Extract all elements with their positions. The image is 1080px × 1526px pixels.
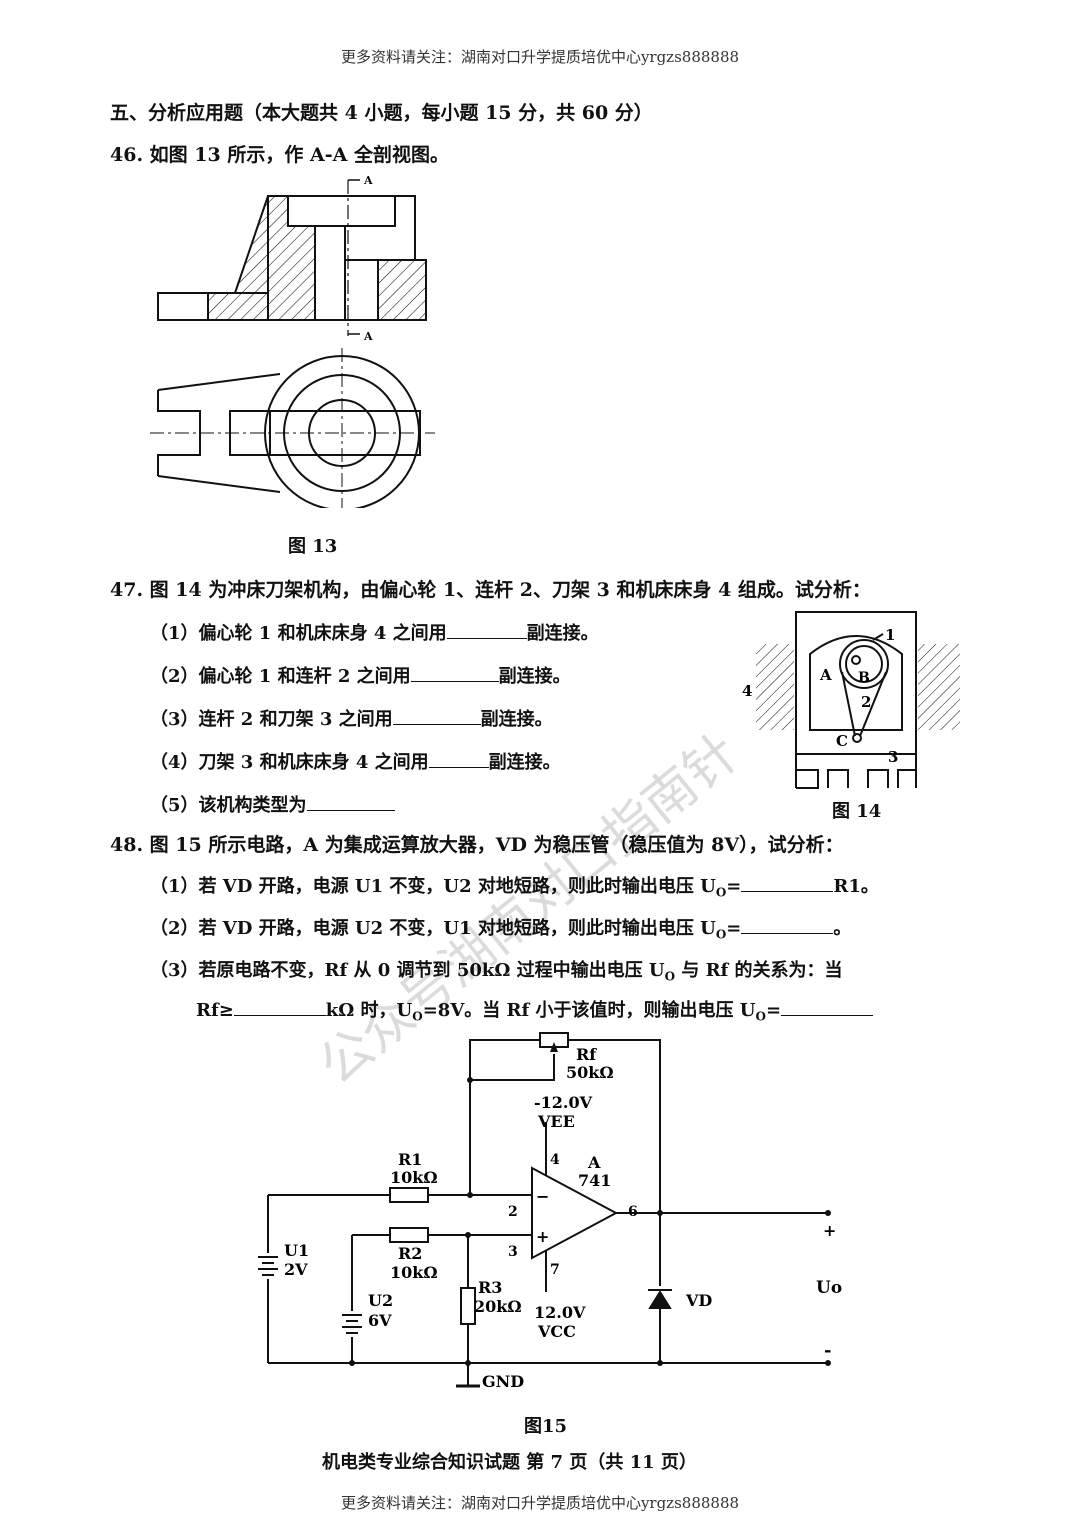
u1-value: 2V <box>284 1260 308 1279</box>
noninverting-sign: + <box>536 1227 549 1246</box>
r3-label: R3 <box>478 1278 502 1297</box>
figure-13-caption: 图 13 <box>288 536 338 557</box>
answer-blank[interactable] <box>233 999 326 1016</box>
answer-blank[interactable] <box>446 622 527 639</box>
answer-blank[interactable] <box>410 665 499 682</box>
bottom-header: 更多资料请关注：湖南对口升学提质培优中心yrgzs888888 <box>340 1494 740 1512</box>
label-c: C <box>836 732 848 750</box>
label-1: 1 <box>885 626 895 644</box>
label-2: 2 <box>861 693 871 711</box>
pin-2: 2 <box>508 1204 518 1220</box>
opamp-label: A <box>587 1153 601 1172</box>
label-b: B <box>858 670 870 686</box>
r3-resistor <box>460 1287 476 1325</box>
rf-value: 50kΩ <box>566 1063 614 1082</box>
q48-item-1: （1）若 VD 开路，电源 U1 不变，U2 对地短路，则此时输出电压 UO=R… <box>150 875 879 900</box>
r1-resistor <box>389 1187 429 1203</box>
q47-item-5: （5）该机构类型为 <box>150 791 395 817</box>
r2-label: R2 <box>398 1244 422 1263</box>
vee-label: VEE <box>537 1112 575 1131</box>
vcc-voltage: 12.0V <box>534 1303 586 1322</box>
vcc-label: VCC <box>537 1322 576 1341</box>
opamp-triangle <box>531 1166 619 1260</box>
q47-item-3: （3）连杆 2 和刀架 3 之间用副连接。 <box>150 708 553 730</box>
question-46-text: 46. 如图 13 所示，作 A-A 全剖视图。 <box>110 144 449 166</box>
frame-right-hatch <box>918 644 960 730</box>
label-a: A <box>819 666 832 684</box>
q48-item-3-line1: （3）若原电路不变，Rf 从 0 调节到 50kΩ 过程中输出电压 UO 与 R… <box>150 960 843 984</box>
r2-resistor <box>389 1227 429 1243</box>
answer-blank[interactable] <box>428 751 489 768</box>
q48-item-3-line2: Rf≥kΩ 时，UO=8V。当 Rf 小于该值时，则输出电压 UO= <box>196 996 874 1024</box>
answer-blank[interactable] <box>781 999 874 1016</box>
vd-label: VD <box>685 1291 712 1310</box>
q47-item-4: （4）刀架 3 和机床床身 4 之间用副连接。 <box>150 751 561 773</box>
top-view <box>157 355 421 508</box>
pin-6: 6 <box>628 1204 638 1220</box>
question-47-text: 47. 图 14 为冲床刀架机构，由偏心轮 1、连杆 2、刀架 3 和机床床身 … <box>110 579 871 601</box>
answer-blank[interactable] <box>392 708 481 725</box>
figure-13: A A <box>150 174 435 508</box>
u2-label: U2 <box>368 1291 393 1310</box>
frame-left-hatch <box>756 644 794 730</box>
r3-value: 20kΩ <box>474 1297 522 1316</box>
u1-label: U1 <box>284 1241 309 1260</box>
figure-14: 1 2 3 4 A B C <box>742 611 960 789</box>
figure-15-caption: 图15 <box>524 1416 568 1437</box>
output-plus: + <box>823 1221 836 1240</box>
output-minus: - <box>824 1340 831 1361</box>
q47-item-2: （2）偏心轮 1 和连杆 2 之间用副连接。 <box>150 665 571 687</box>
page-footer: 机电类专业综合知识试题 第 7 页（共 11 页） <box>322 1452 697 1473</box>
r1-value: 10kΩ <box>390 1168 438 1187</box>
label-3: 3 <box>888 748 898 766</box>
inverting-sign: − <box>536 1187 549 1206</box>
page-header: 更多资料请关注：湖南对口升学提质培优中心yrgzs888888 <box>340 48 740 66</box>
answer-blank[interactable] <box>306 794 395 811</box>
answer-blank[interactable] <box>741 875 834 892</box>
vee-voltage: -12.0V <box>534 1093 593 1112</box>
section-label-bottom: A <box>363 330 373 343</box>
r2-value: 10kΩ <box>390 1263 438 1282</box>
figure-14-caption: 图 14 <box>832 801 882 822</box>
pin-4: 4 <box>550 1152 560 1168</box>
pin-3: 3 <box>508 1244 518 1260</box>
uo-label: Uo <box>816 1278 842 1298</box>
label-4: 4 <box>742 682 752 700</box>
figure-15-circuit: Rf 50kΩ -12.0V VEE A 741 4 2 3 6 7 − + R… <box>258 1032 842 1391</box>
rf-label: Rf <box>576 1045 597 1064</box>
section-label-top: A <box>363 174 373 187</box>
q47-item-1: （1）偏心轮 1 和机床床身 4 之间用副连接。 <box>150 622 599 644</box>
u2-value: 6V <box>368 1311 392 1330</box>
r1-label: R1 <box>398 1150 422 1169</box>
pin-7: 7 <box>550 1262 560 1278</box>
question-48-text: 48. 图 15 所示电路，A 为集成运算放大器，VD 为稳压管（稳压值为 8V… <box>110 834 844 856</box>
section-title: 五、分析应用题（本大题共 4 小题，每小题 15 分，共 60 分） <box>110 102 653 124</box>
answer-blank[interactable] <box>741 917 834 934</box>
front-view <box>157 195 427 321</box>
q48-item-2: （2）若 VD 开路，电源 U2 不变，U1 对地短路，则此时输出电压 UO=。 <box>150 917 852 942</box>
opamp-model: 741 <box>578 1171 611 1190</box>
gnd-label: GND <box>482 1372 524 1391</box>
